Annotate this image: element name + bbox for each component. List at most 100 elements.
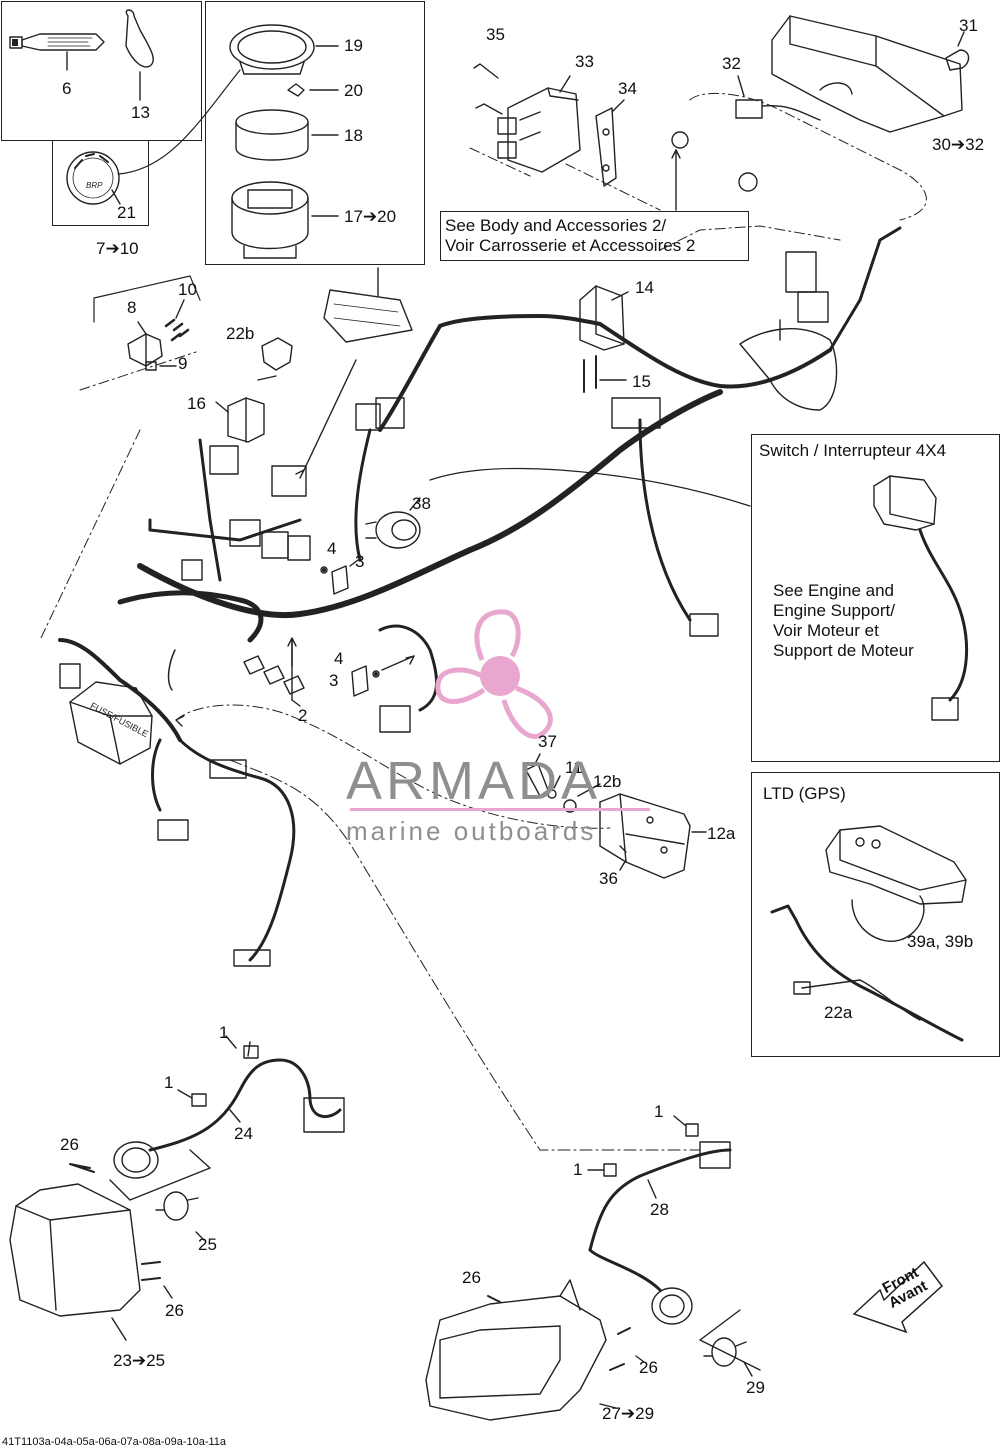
screw-icon-26b bbox=[141, 1261, 161, 1281]
callout-18: 18 bbox=[344, 126, 363, 145]
gauge-bezel-icon bbox=[66, 151, 121, 205]
fuse-box-icon bbox=[69, 681, 153, 765]
tube-part-icon bbox=[9, 33, 105, 71]
callout-14: 14 bbox=[635, 278, 654, 297]
ferrite-icon-37 bbox=[525, 753, 549, 797]
screw-icon-35 bbox=[473, 63, 503, 115]
screws-icon-15 bbox=[583, 355, 597, 393]
engine-note-line4: Support de Moteur bbox=[773, 641, 914, 660]
callout-17-20: 17➔20 bbox=[344, 207, 397, 226]
kit-box-21 bbox=[52, 140, 149, 226]
gauge-harness-connector-icon bbox=[323, 289, 413, 343]
callout-15: 15 bbox=[632, 372, 651, 391]
callout-39a-39b: 39a, 39b bbox=[907, 932, 974, 951]
gps-cable-icon bbox=[770, 904, 964, 1042]
callout-27-29: 27➔29 bbox=[602, 1404, 655, 1423]
callout-3a: 3 bbox=[355, 552, 365, 571]
callout-23-25: 23➔25 bbox=[113, 1351, 166, 1370]
gauge-body-icon bbox=[231, 181, 339, 259]
callout-1a: 1 bbox=[219, 1023, 229, 1042]
seal-icon-9 bbox=[145, 361, 157, 371]
relay-icon-16 bbox=[215, 397, 265, 443]
callout-12b: 12b bbox=[593, 772, 622, 791]
callout-4b: 4 bbox=[334, 649, 344, 668]
relay-icon-14 bbox=[579, 285, 629, 351]
callout-35: 35 bbox=[486, 25, 505, 44]
switch-inset-title: Switch / Interrupteur 4X4 bbox=[759, 441, 947, 460]
propeller-logo-icon bbox=[435, 609, 553, 739]
callout-37: 37 bbox=[538, 732, 557, 751]
bulb-icon-31 bbox=[945, 31, 970, 71]
clip-icon-1b bbox=[191, 1093, 207, 1107]
callout-24: 24 bbox=[234, 1124, 253, 1143]
headlight-harness-left bbox=[148, 1041, 345, 1152]
screw-icon-26a bbox=[69, 1163, 95, 1173]
body-note-line2: Voir Carrosserie et Accessoires 2 bbox=[445, 236, 696, 255]
body-accessories-note: See Body and Accessories 2/ Voir Carross… bbox=[445, 216, 695, 256]
kit-box-6-13 bbox=[1, 1, 202, 141]
callout-3b: 3 bbox=[329, 671, 339, 690]
callout-26c: 26 bbox=[462, 1268, 481, 1287]
bracket-icon-12a bbox=[599, 793, 707, 879]
callout-34: 34 bbox=[618, 79, 637, 98]
engine-support-note: See Engine and Engine Support/ Voir Mote… bbox=[773, 581, 914, 661]
gauge-nut-icon bbox=[287, 83, 339, 97]
body-note-line1: See Body and Accessories 2/ bbox=[445, 216, 667, 235]
bracket-icon-3a bbox=[320, 559, 359, 595]
gauge-ring-icon bbox=[229, 24, 339, 75]
bracket-7-10 bbox=[93, 275, 201, 323]
body-accessories-note-box bbox=[440, 211, 749, 261]
engine-note-line2: Engine Support/ bbox=[773, 601, 895, 620]
callout-8: 8 bbox=[127, 298, 137, 317]
bulb-icon-29 bbox=[703, 1337, 753, 1377]
main-harness-icon bbox=[58, 226, 902, 962]
screw-icon-36 bbox=[619, 845, 627, 871]
callout-26b: 26 bbox=[165, 1301, 184, 1320]
callout-12a: 12a bbox=[707, 824, 736, 843]
callout-2: 2 bbox=[298, 706, 308, 725]
callout-22a: 22a bbox=[824, 1003, 853, 1022]
callout-11: 11 bbox=[565, 758, 583, 777]
headlight-harness-right bbox=[588, 1141, 732, 1292]
callout-21: 21 bbox=[117, 203, 136, 222]
callout-33: 33 bbox=[575, 52, 594, 71]
callout-16: 16 bbox=[187, 394, 206, 413]
screws-icon-26d bbox=[609, 1327, 631, 1371]
clip-icon-1d bbox=[603, 1163, 617, 1177]
callout-30-32: 30➔32 bbox=[932, 135, 985, 154]
engine-note-line1: See Engine and bbox=[773, 581, 894, 600]
callout-31: 31 bbox=[959, 16, 978, 35]
screw-icon-26c bbox=[487, 1295, 501, 1303]
connector-icon-32 bbox=[735, 75, 821, 121]
bracket-icon-3b bbox=[351, 665, 380, 697]
front-arrow-icon bbox=[852, 1260, 944, 1334]
callout-25: 25 bbox=[198, 1235, 217, 1254]
callout-26d: 26 bbox=[639, 1358, 658, 1377]
callout-26a: 26 bbox=[60, 1135, 79, 1154]
gps-inset-title: LTD (GPS) bbox=[763, 784, 846, 803]
callout-29: 29 bbox=[746, 1378, 765, 1397]
fuse-box-imprint: FUSE/FUSIBLE bbox=[89, 700, 150, 739]
gauge-logo-imprint: BRP bbox=[86, 181, 103, 190]
gauge-cover-icon bbox=[235, 109, 339, 161]
leader-21-to-ring bbox=[117, 69, 241, 175]
callout-9: 9 bbox=[178, 354, 188, 373]
connector-icon-22b bbox=[257, 337, 293, 381]
clips-icon-2 bbox=[243, 639, 305, 701]
callout-19: 19 bbox=[344, 36, 363, 55]
bulb-socket-right bbox=[651, 1287, 761, 1371]
bulb-socket-left bbox=[109, 1141, 211, 1201]
callout-38: 38 bbox=[412, 494, 431, 513]
headlight-right-icon bbox=[425, 1279, 617, 1421]
engine-note-line3: Voir Moteur et bbox=[773, 621, 879, 640]
callout-20: 20 bbox=[344, 81, 363, 100]
callout-28: 28 bbox=[650, 1200, 669, 1219]
callout-10: 10 bbox=[178, 280, 197, 299]
headlight-left-icon bbox=[9, 1183, 141, 1341]
switch-4x4-icon bbox=[873, 475, 969, 721]
callout-13: 13 bbox=[131, 103, 150, 122]
callout-1d: 1 bbox=[573, 1160, 583, 1179]
display-unit-icon bbox=[771, 15, 963, 133]
bulb-icon-25 bbox=[155, 1191, 205, 1241]
